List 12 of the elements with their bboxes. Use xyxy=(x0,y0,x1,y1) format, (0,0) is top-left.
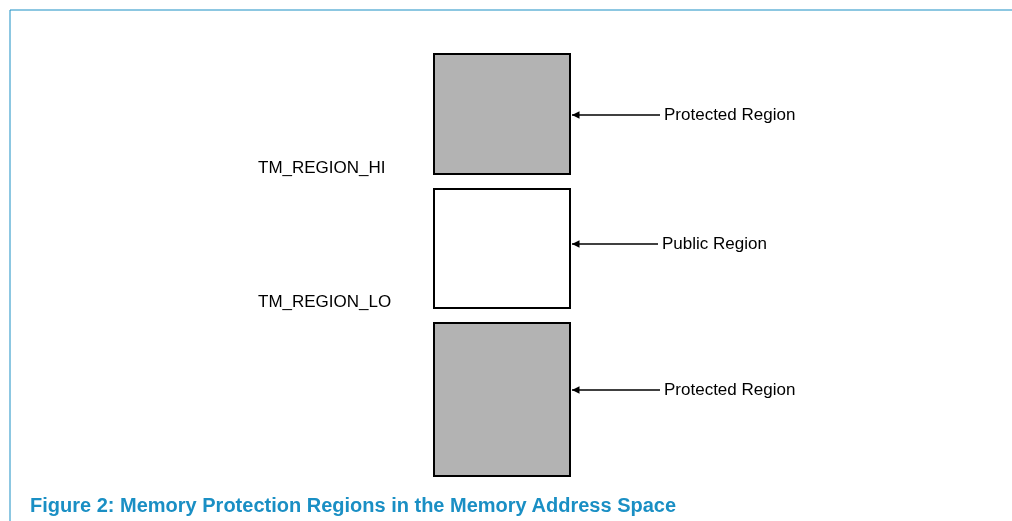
memory-region-block xyxy=(433,322,571,477)
arrow xyxy=(571,111,661,119)
memory-region-block xyxy=(433,53,571,175)
memory-region-block xyxy=(433,188,571,309)
region-label: Protected Region xyxy=(664,105,796,125)
address-boundary-label: TM_REGION_HI xyxy=(258,158,386,178)
region-label: Public Region xyxy=(662,234,767,254)
arrow xyxy=(571,386,661,394)
address-boundary-label: TM_REGION_LO xyxy=(258,292,392,312)
figure-caption: Figure 2: Memory Protection Regions in the Memory Address Space xyxy=(30,494,677,517)
region-label: Protected Region xyxy=(664,380,796,400)
arrow xyxy=(571,240,659,248)
